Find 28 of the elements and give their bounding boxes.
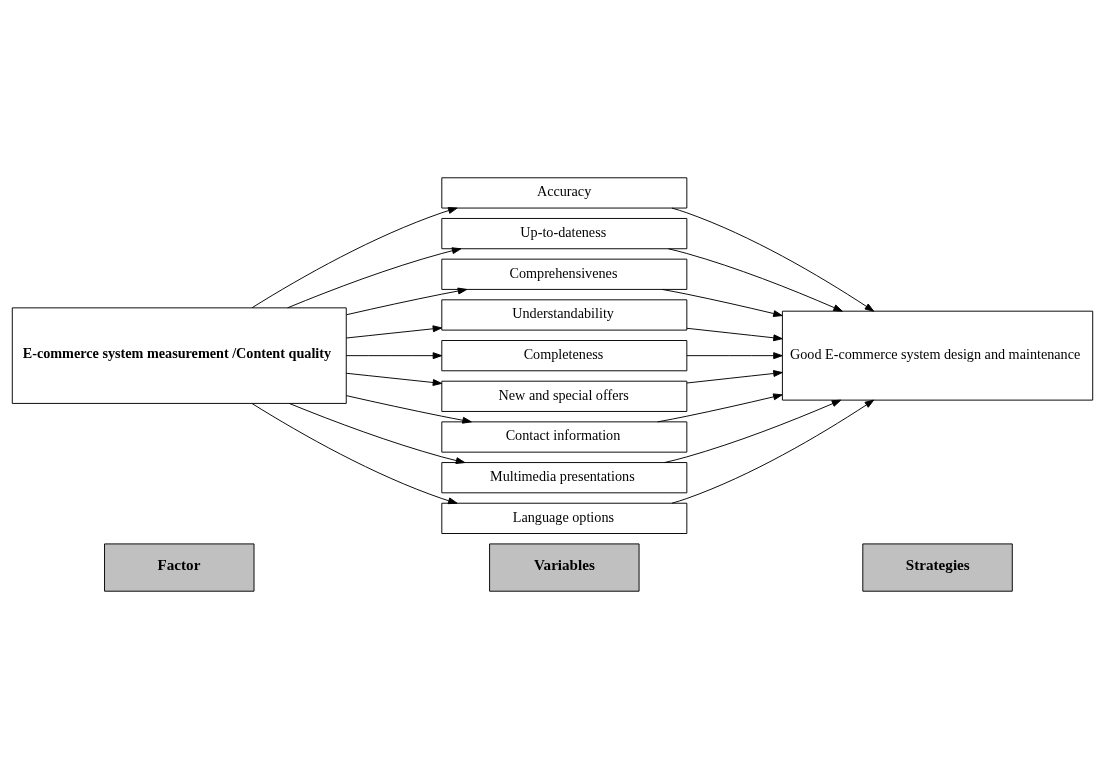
- arrow: [346, 287, 468, 316]
- arrow: [345, 352, 443, 360]
- arrow: [345, 395, 472, 424]
- node-box: Comprehensivenes: [441, 258, 688, 290]
- node-box: Language options: [441, 502, 688, 534]
- node-box: Factor: [104, 543, 255, 592]
- arrow: [686, 370, 783, 384]
- arrow: [288, 403, 466, 464]
- arrow: [287, 247, 462, 309]
- arrow: [251, 403, 458, 505]
- arrow: [345, 372, 443, 386]
- node-box: E-commerce system measurement /Content quality: [11, 307, 347, 404]
- node-box: Variables: [489, 543, 640, 592]
- node-box: Accuracy: [441, 177, 688, 209]
- node-box: Up-to-dateness: [441, 218, 688, 250]
- node-box: Understandability: [441, 299, 688, 331]
- arrow: [686, 352, 783, 360]
- arrow: [686, 327, 783, 342]
- arrow: [671, 399, 875, 504]
- node-box: Good E-commerce system design and maintenance: [781, 310, 1094, 401]
- arrow: [345, 325, 443, 339]
- node-box: Multimedia presentations: [441, 462, 688, 494]
- arrow: [251, 207, 458, 309]
- node-box: Contact information: [441, 421, 688, 453]
- node-box: Strategies: [862, 543, 1013, 592]
- node-box: New and special offers: [441, 380, 688, 412]
- arrow: [671, 207, 875, 312]
- node-box: Completeness: [441, 340, 688, 372]
